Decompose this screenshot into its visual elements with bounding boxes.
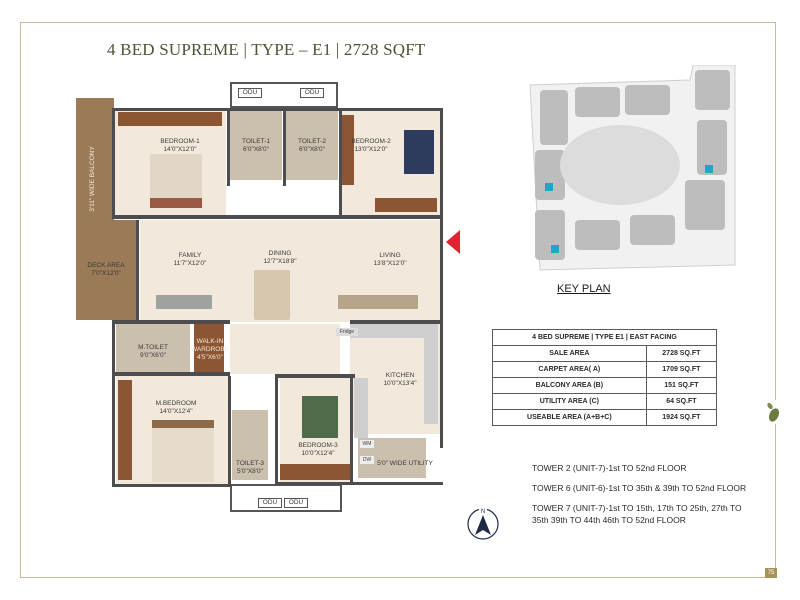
page-frame [20,22,776,578]
toilet-3-floor [232,410,268,480]
fridge-label: Fridge [336,328,358,336]
wardrobe-m-bedroom [118,380,132,480]
row-label: CARPET AREA( A) [492,361,647,378]
kitchen-counter-right [424,324,438,424]
row-label: UTILITY AREA (C) [492,393,647,410]
wall [112,108,442,111]
m-toilet-floor [116,324,190,372]
table-row: UTILITY AREA (C)64 SQ.FT [492,393,718,410]
tower-line: TOWER 2 (UNIT-7)-1st TO 52nd FLOOR [532,463,687,473]
bedroom-1-bed [150,154,202,208]
wall [283,108,286,186]
wall [350,320,442,324]
wall [275,482,443,485]
key-plan-highlight [551,245,559,253]
area-table: 4 BED SUPREME | TYPE E1 | EAST FACING SA… [492,329,718,426]
toilet-1-floor [230,110,282,180]
walk-in-wardrobe [194,324,224,372]
key-plan-label: KEY PLAN [557,283,611,295]
m-bedroom-bed [152,420,214,482]
wall [275,374,278,484]
wardrobe-bedroom-2 [342,115,354,185]
wm-label: WM [360,440,374,448]
dw-label: DW [360,456,374,464]
dining-table [254,270,290,320]
table-row: BALCONY AREA (B)151 SQ.FT [492,377,718,394]
wall [339,108,342,218]
wall [112,215,442,219]
tower-line: TOWER 6 (UNIT-6)-1st TO 35th & 39th TO 5… [532,483,747,493]
passage-floor [230,324,340,374]
page-title: 4 BED SUPREME | TYPE – E1 | 2728 SQFT [107,40,426,59]
leaf-icon [767,402,780,422]
table-row: CARPET AREA( A)1709 SQ.FT [492,361,718,378]
key-plan-map [529,65,736,271]
wall [112,320,230,324]
dresser-bedroom-3 [280,464,350,480]
wall [112,484,232,487]
room-label-utility: 5'0" WIDE UTILITY [377,460,433,467]
row-label: SALE AREA [492,345,647,362]
row-value: 64 SQ.FT [645,393,718,410]
toilet-2-floor [286,110,338,180]
svg-text:N: N [481,509,485,515]
row-label: BALCONY AREA (B) [492,377,647,394]
odu-label: ODU [284,498,308,508]
dresser-bedroom-2 [375,198,437,212]
kitchen-counter-left [354,378,368,438]
room-label-balcony: 3'11" WIDE BALCONY [89,146,96,212]
table-row: USEABLE AREA (A+B+C)1924 SQ.FT [492,409,718,426]
row-value: 1709 SQ.FT [645,361,718,378]
bedroom-2-bed [404,130,434,174]
deck-area [76,220,136,320]
odu-label: ODU [258,498,282,508]
row-value: 1924 SQ.FT [645,409,718,426]
key-plan-highlight [705,165,713,173]
bedroom-3-bed [302,396,338,438]
odu-label: ODU [238,88,262,98]
tower-line: TOWER 7 (UNIT-7)-1st TO 15th, 17th TO 25… [532,503,742,525]
wall [350,374,353,482]
odu-label: ODU [300,88,324,98]
row-value: 151 SQ.FT [645,377,718,394]
family-sofa [156,295,212,309]
wall [112,320,115,486]
wall [275,374,355,378]
wall [112,108,115,218]
tower-availability: TOWER 2 (UNIT-7)-1st TO 52nd FLOOR TOWER… [532,462,746,534]
wardrobe-bedroom-1 [118,112,222,126]
wall [228,376,231,486]
entry-arrow-icon [446,230,460,254]
wall [227,108,230,186]
key-plan-highlight [545,183,553,191]
sofa [338,295,418,309]
area-table-header: 4 BED SUPREME | TYPE E1 | EAST FACING [492,329,717,346]
kitchen-counter-top [350,324,438,338]
wall [136,220,139,320]
page-number: 75 [765,568,777,578]
wall [112,372,230,376]
north-compass-icon: N [467,507,499,540]
wall [440,108,443,448]
row-label: USEABLE AREA (A+B+C) [492,409,647,426]
row-value: 2728 SQ.FT [645,345,718,362]
